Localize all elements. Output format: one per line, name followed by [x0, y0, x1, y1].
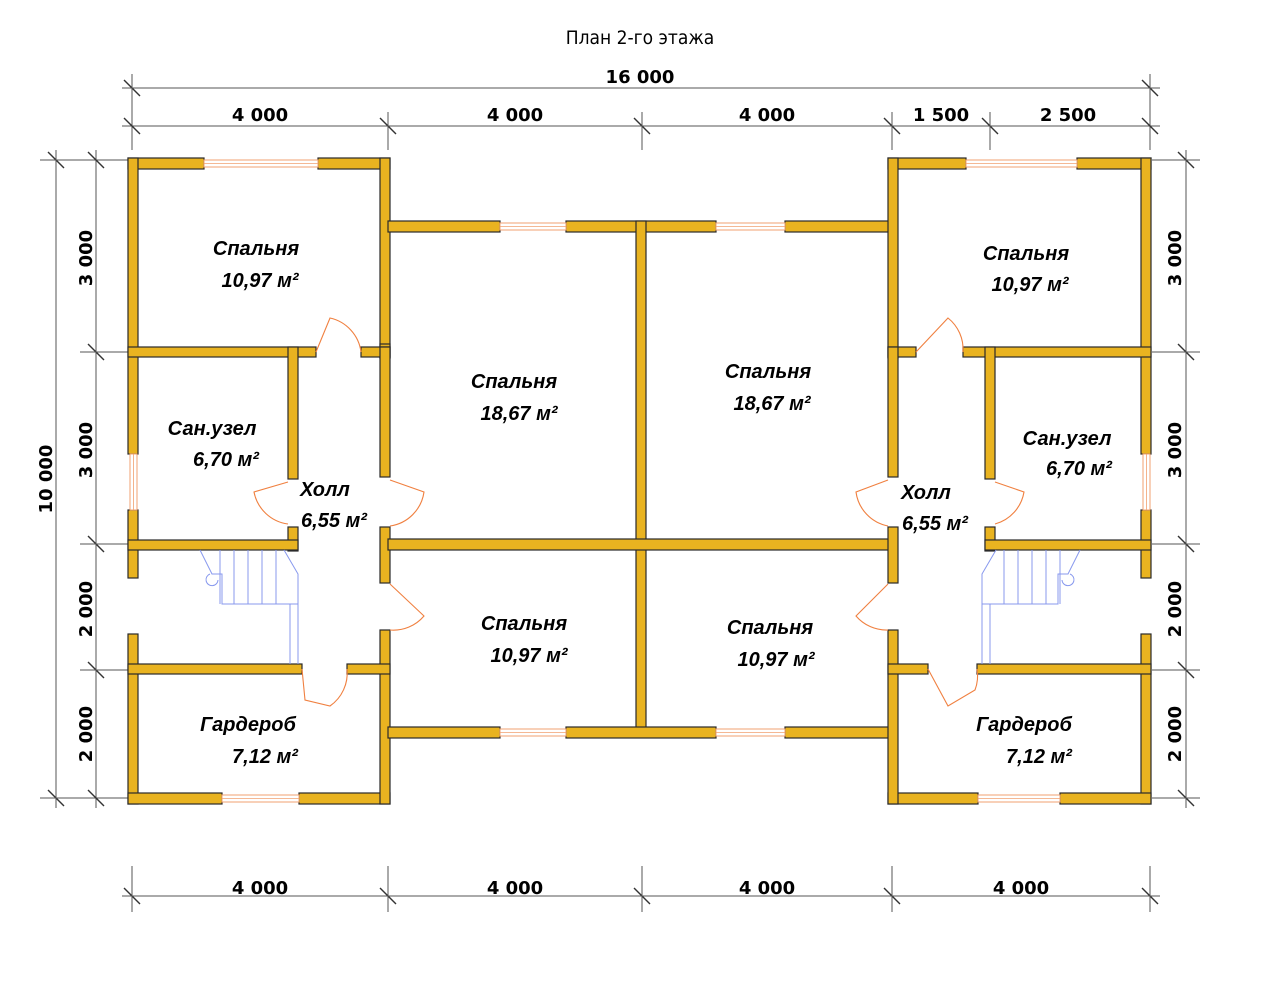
room-area: 6,70 м²: [1046, 458, 1113, 480]
dim-left-3: 2 000: [76, 581, 97, 637]
room-area: 6,55 м²: [902, 513, 969, 535]
room-name: Холл: [299, 479, 350, 501]
dim-total-width: 16 000: [606, 67, 675, 88]
room-name: Холл: [900, 482, 951, 504]
walls: [127, 157, 1152, 805]
room-area: 10,97 м²: [490, 645, 568, 667]
dim-right-4: 2 000: [1165, 706, 1186, 762]
room-name: Спальня: [983, 243, 1069, 265]
dim-right-1: 3 000: [1165, 230, 1186, 286]
room-name: Спальня: [481, 613, 567, 635]
dim-top-5: 2 500: [1040, 105, 1096, 126]
dim-left-1: 3 000: [76, 230, 97, 286]
dim-left-4: 2 000: [76, 706, 97, 762]
plan-title: План 2-го этажа: [566, 27, 714, 49]
dim-right-2: 3 000: [1165, 422, 1186, 478]
windows: [129, 159, 1151, 803]
room-area: 10,97 м²: [991, 274, 1069, 296]
room-area: 18,67 м²: [480, 403, 558, 425]
room-labels: Спальня 10,97 м² Сан.узел 6,70 м² Холл 6…: [168, 238, 1114, 768]
doors: [253, 317, 1025, 707]
dim-bottom-4: 4 000: [993, 878, 1049, 899]
dimension-lines: [40, 74, 1200, 912]
room-area: 7,12 м²: [232, 746, 299, 768]
dim-total-height: 10 000: [36, 445, 57, 514]
dim-bottom-1: 4 000: [232, 878, 288, 899]
room-area: 10,97 м²: [221, 270, 299, 292]
dim-top-4: 1 500: [913, 105, 969, 126]
room-area: 10,97 м²: [737, 649, 815, 671]
dim-top-3: 4 000: [739, 105, 795, 126]
room-name: Спальня: [727, 617, 813, 639]
room-name: Спальня: [471, 371, 557, 393]
dim-top-2: 4 000: [487, 105, 543, 126]
room-area: 6,55 м²: [301, 510, 368, 532]
room-name: Сан.узел: [168, 418, 257, 440]
room-area: 18,67 м²: [733, 393, 811, 415]
room-area: 6,70 м²: [193, 449, 260, 471]
dim-right-3: 2 000: [1165, 581, 1186, 637]
room-name: Сан.узел: [1023, 428, 1112, 450]
dim-bottom-2: 4 000: [487, 878, 543, 899]
room-name: Гардероб: [200, 714, 296, 736]
room-area: 7,12 м²: [1006, 746, 1073, 768]
dim-bottom-3: 4 000: [739, 878, 795, 899]
room-name: Спальня: [725, 361, 811, 383]
stairs: [199, 549, 1081, 664]
room-name: Гардероб: [976, 714, 1072, 736]
room-name: Спальня: [213, 238, 299, 260]
dim-left-2: 3 000: [76, 422, 97, 478]
dim-top-1: 4 000: [232, 105, 288, 126]
